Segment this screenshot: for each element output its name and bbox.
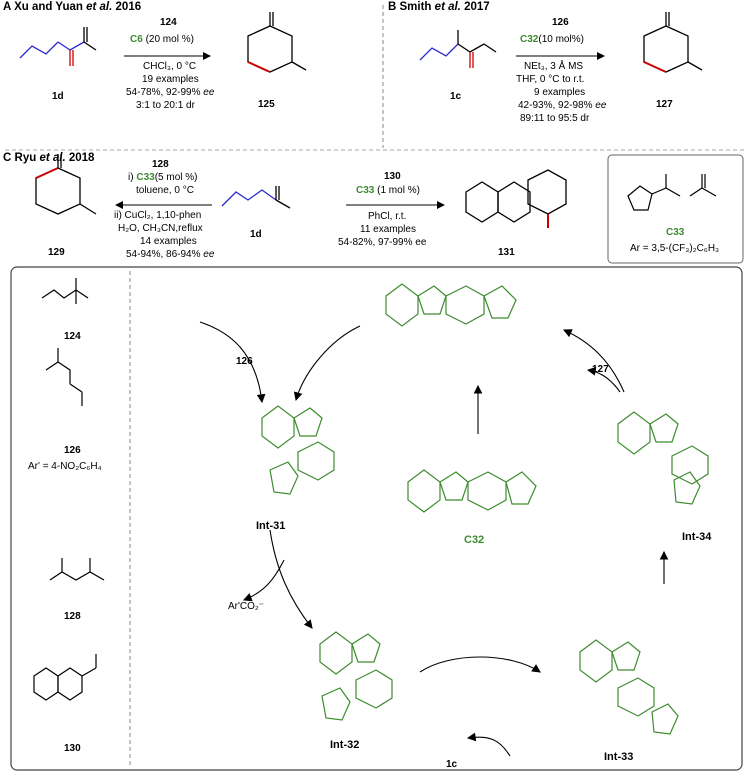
- product-125-label: 125: [258, 99, 275, 110]
- label-1c-b: 1c: [450, 91, 462, 102]
- condition-a-dr: 3:1 to 20:1 dr: [136, 100, 195, 111]
- panel-c-header: C Ryu et al. 2018: [3, 152, 95, 164]
- catalyst-c33-label: C33: [666, 227, 685, 238]
- condition-c-left-solvent: toluene, 0 °C: [136, 185, 194, 196]
- panel-b-header: B Smith et al. 2017: [388, 1, 490, 13]
- substrate-1d-c: [221, 186, 291, 209]
- condition-c-left-examples: 14 examples: [140, 236, 197, 247]
- condition-a-examples: 19 examples: [142, 74, 199, 85]
- cycle-arrows: [199, 321, 669, 757]
- int31-structure: [261, 405, 335, 495]
- reagent-124-structure: [41, 278, 89, 304]
- reagent-130-label: 130: [384, 171, 401, 182]
- label-1d-a: 1d: [52, 91, 64, 102]
- catalyst-c33-ar: Ar = 3,5-(CF₃)₂C₆H₃: [630, 243, 720, 254]
- label-1d-c: 1d: [250, 229, 262, 240]
- condition-a-yield: 54-78%, 92-99% ee: [126, 87, 215, 98]
- catalyst-a: C6 (20 mol %): [130, 34, 194, 45]
- int34-label: Int-34: [682, 531, 712, 543]
- cycle-126-label: 126: [236, 356, 253, 367]
- int32-structure: [319, 631, 393, 721]
- int33-label: Int-33: [604, 751, 634, 763]
- substrate-1c-b: [419, 30, 497, 68]
- cycle-127-label: 127: [592, 364, 609, 375]
- catalyst-b: C32(10 mol%): [520, 34, 584, 45]
- catalyst-c33-structure: [627, 174, 717, 211]
- int33-structure: [579, 639, 679, 735]
- nhc-c32-structure: [407, 469, 537, 513]
- condition-c-right-examples: 11 examples: [360, 224, 416, 235]
- reagent-130-structure: [33, 654, 97, 701]
- reagent-126-note: Ar' = 4-NO₂C₆H₄: [28, 461, 102, 472]
- reagent-124-label: 124: [160, 17, 177, 28]
- byproduct-label: Ar'CO₂⁻: [228, 601, 265, 612]
- product-129-ring: [35, 154, 97, 215]
- condition-c-right-solvent: PhCl, r.t.: [368, 211, 407, 222]
- reagent-126-caption: 126: [64, 445, 81, 456]
- condition-b-examples: 9 examples: [534, 87, 586, 98]
- condition-a-solvent: CHCl₃, 0 °C: [143, 61, 197, 72]
- condition-c-left-step2: ii) CuCl₂, 1,10-phen: [114, 210, 202, 221]
- condition-c-right-yield: 54-82%, 97-99% ee: [338, 237, 427, 248]
- condition-b-solvent: THF, 0 °C to r.t.: [516, 74, 585, 85]
- reagent-128-caption: 128: [64, 611, 81, 622]
- int34-structure: [617, 411, 709, 505]
- product-125-ring: [247, 12, 307, 73]
- product-129-label: 129: [48, 247, 65, 258]
- product-131-rings: [465, 169, 567, 228]
- nhc-carbene-structure: [385, 283, 517, 327]
- reagent-128-label: 128: [152, 159, 169, 170]
- product-127-ring: [643, 12, 703, 73]
- int31-label: Int-31: [256, 520, 286, 532]
- reagent-126-label: 126: [552, 17, 569, 28]
- reagent-124-caption: 124: [64, 331, 81, 342]
- cycle-1c-label: 1c: [446, 759, 458, 770]
- condition-b-base: NEt₃, 3 Å MS: [524, 61, 584, 72]
- condition-b-dr: 89:11 to 95:5 dr: [520, 113, 590, 124]
- mechanism-frame: [10, 266, 743, 771]
- catalyst-c-left: i) C33(5 mol %): [128, 172, 198, 183]
- product-131-label: 131: [498, 247, 515, 258]
- reagent-126-structure: [45, 348, 83, 406]
- condition-b-yield: 42-93%, 92-98% ee: [518, 100, 607, 111]
- condition-c-left-step2b: H₂O, CH₃CN,reflux: [118, 223, 203, 234]
- c32-label: C32: [464, 534, 485, 546]
- substrate-1d-a: [19, 27, 97, 66]
- catalyst-box: [607, 154, 744, 264]
- int32-label: Int-32: [330, 739, 360, 751]
- reagent-130-caption: 130: [64, 743, 81, 754]
- reagent-128-structure: [49, 558, 105, 581]
- catalyst-c-right: C33 (1 mol %): [356, 185, 420, 196]
- product-127-label: 127: [656, 99, 673, 110]
- panel-a-header: A Xu and Yuan et al. 2016: [3, 1, 142, 13]
- condition-c-left-yield: 54-94%, 86-94% ee: [126, 249, 215, 260]
